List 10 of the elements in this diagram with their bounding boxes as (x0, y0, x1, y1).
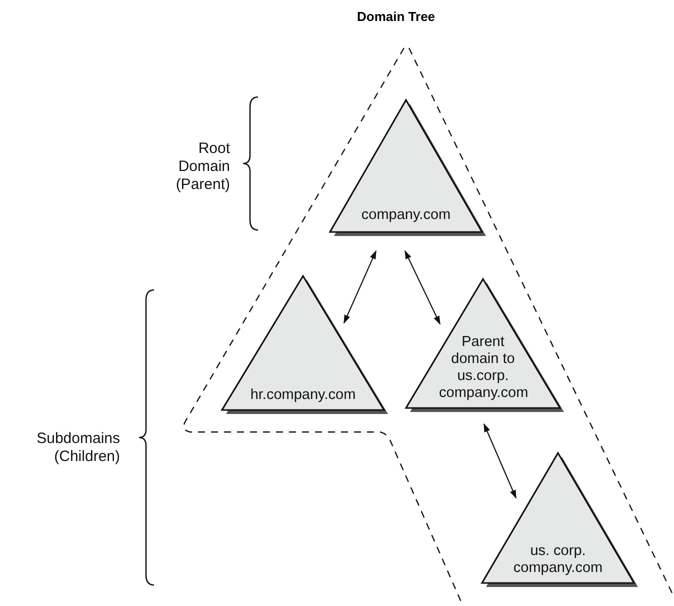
domain-name: us. corp. company.com (512, 543, 604, 577)
title: Domain Tree (357, 9, 436, 24)
domain-name: company.com (360, 207, 452, 224)
domain-name: Parent domain to us.corp. company.com (439, 334, 527, 402)
double-arrow (404, 250, 440, 325)
group-label: Subdomains (Children) (36, 430, 120, 466)
domain-name: hr.company.com (249, 387, 357, 404)
group-label: Root Domain (Parent) (174, 140, 230, 194)
double-arrow (484, 423, 516, 499)
double-arrow (344, 250, 376, 324)
